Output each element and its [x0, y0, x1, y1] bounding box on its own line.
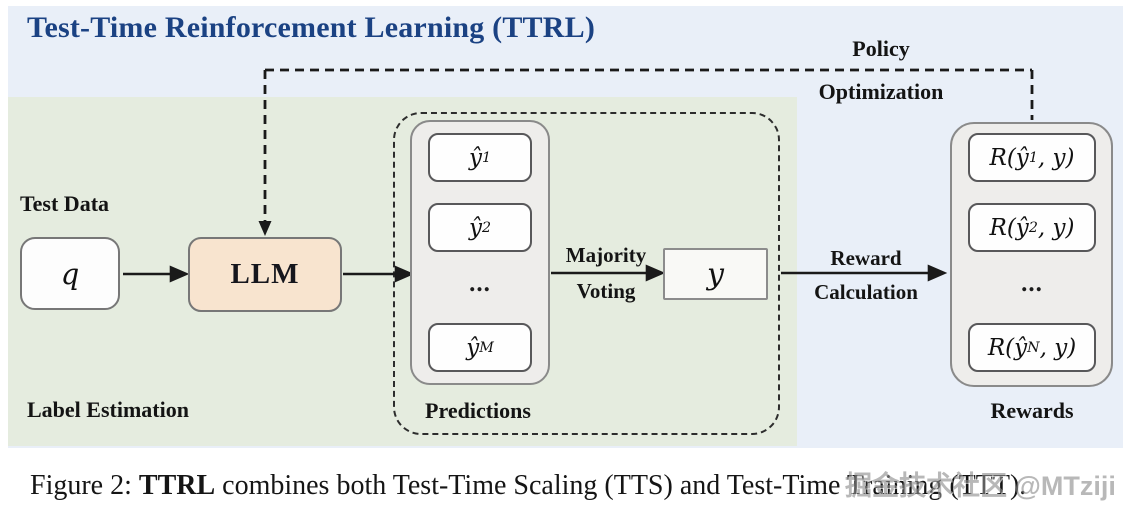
- policy-label-line1: Policy: [852, 36, 910, 61]
- rewards-label: Rewards: [990, 398, 1074, 423]
- test-data-label: Test Data: [20, 191, 110, 216]
- reward-N-subscript: N: [1027, 339, 1040, 356]
- majority-voting-label-line1: Majority: [565, 243, 647, 267]
- consensus-label-node: y: [663, 248, 768, 300]
- caption-prefix: Figure 2:: [30, 470, 139, 501]
- reward-N-post: , y): [1039, 334, 1077, 361]
- prediction-1-subscript: 1: [481, 149, 492, 166]
- figure-caption: Figure 2: TTRL combines both Test-Time S…: [30, 470, 1026, 502]
- prediction-2-subscript: 2: [481, 219, 492, 236]
- reward-N-pre: R(ŷ: [987, 334, 1028, 361]
- label-estimation-label: Label Estimation: [27, 397, 189, 422]
- reward-2-pre: R(ŷ: [989, 214, 1029, 241]
- predictions-label: Predictions: [425, 398, 531, 423]
- majority-voting-label-line2: Voting: [576, 279, 636, 303]
- figure-title: Test-Time Reinforcement Learning (TTRL): [27, 11, 596, 44]
- prediction-M-subscript: M: [479, 339, 494, 356]
- reward-calculation-label-line2: Calculation: [814, 280, 918, 304]
- rewards-ellipsis: ...: [1021, 270, 1043, 297]
- reward-calculation-label-line1: Reward: [830, 246, 902, 270]
- predictions-ellipsis: ...: [469, 270, 491, 297]
- reward-1-post: , y): [1037, 144, 1075, 171]
- reward-1-pre: R(ŷ: [989, 144, 1029, 171]
- caption-ttrl-bold: TTRL: [138, 470, 216, 501]
- reward-1-subscript: 1: [1028, 149, 1038, 166]
- watermark-text: 掘金技术社区 @MTziji: [845, 471, 1116, 501]
- query-node: q: [20, 237, 120, 310]
- policy-label-line2: Optimization: [818, 79, 944, 104]
- prediction-1-symbol: ŷ: [468, 144, 482, 171]
- reward-2-subscript: 2: [1028, 219, 1038, 236]
- prediction-M-symbol: ŷ: [466, 334, 480, 361]
- reward-2-post: , y): [1037, 214, 1075, 241]
- prediction-2-symbol: ŷ: [468, 214, 482, 241]
- llm-node: LLM: [188, 237, 342, 312]
- policy-loop-arrowhead: [258, 221, 272, 236]
- caption-rest: combines both Test-Time Scaling (TTS) an…: [215, 470, 1027, 501]
